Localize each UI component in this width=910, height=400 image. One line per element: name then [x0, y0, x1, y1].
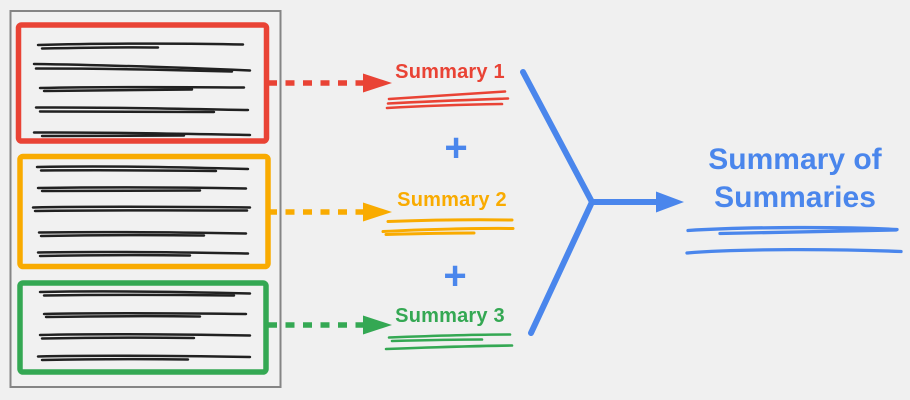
plus-operator-1: +: [444, 126, 468, 170]
doc-text-scribbles-section-3: [36, 290, 252, 362]
summarize-arrow-1: [268, 73, 392, 93]
summarize-arrow-3: [268, 315, 392, 335]
source-section-box-3: [17, 280, 269, 375]
summary-1-underline-scribble: [385, 90, 510, 110]
merge-arrow-lines: [520, 69, 661, 336]
doc-text-scribbles-section-1: [32, 42, 252, 138]
arrowhead-3: [363, 315, 392, 335]
result-underline-scribble: [685, 225, 903, 255]
summarize-arrow-2: [268, 202, 392, 222]
arrowhead-1: [363, 73, 392, 93]
summary-2-label: Summary 2: [397, 189, 507, 211]
result-title: Summary of Summaries: [708, 143, 882, 214]
source-section-box-1: [15, 22, 270, 144]
summary-1-label: Summary 1: [395, 61, 505, 83]
plus-operator-2: +: [443, 254, 467, 298]
summary-2-underline-scribble: [381, 218, 515, 236]
merge-arrowhead: [656, 191, 684, 213]
arrowhead-2: [363, 202, 392, 222]
summary-3-label: Summary 3: [395, 305, 505, 327]
source-document-panel: [9, 10, 282, 388]
summary-3-underline-scribble: [384, 333, 514, 351]
doc-text-scribbles-section-2: [31, 165, 252, 258]
